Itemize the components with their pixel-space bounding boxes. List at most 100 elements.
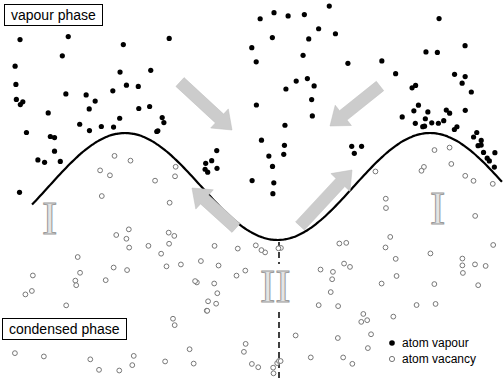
atom-vacancy	[331, 269, 336, 274]
vapour-atom	[436, 16, 441, 21]
atom-vacancy	[359, 319, 364, 324]
atom-vacancy	[365, 346, 370, 351]
vapour-atom	[147, 104, 152, 109]
atom-vacancy	[117, 368, 122, 373]
vapour-atom	[35, 157, 40, 162]
atom-vacancy	[379, 281, 384, 286]
vapour-atom	[420, 124, 425, 129]
vapour-atom	[492, 164, 497, 169]
atom-vacancy	[473, 262, 478, 267]
atom-vacancy	[460, 256, 465, 261]
atom-vacancy	[30, 273, 35, 278]
atom-vacancy	[432, 148, 437, 153]
atom-vacancy	[449, 162, 454, 167]
vapour-atom	[359, 144, 364, 149]
atom-vacancy	[476, 283, 481, 288]
vapour-atom	[447, 111, 452, 116]
atom-vacancy	[249, 362, 254, 367]
atom-vacancy	[153, 178, 158, 183]
legend-symbol	[388, 339, 396, 347]
vapour-atom	[209, 158, 214, 163]
vapour-atom	[352, 151, 357, 156]
vapour-atom	[271, 180, 276, 185]
vapour-atom	[429, 120, 434, 125]
vapour-atom	[99, 124, 104, 129]
vapour-atom	[283, 86, 288, 91]
vapour-atom	[469, 89, 474, 94]
atom-vacancy	[365, 318, 370, 323]
atom-vacancy	[483, 264, 488, 269]
atom-vacancy	[308, 355, 313, 360]
atom-vacancy	[473, 214, 478, 219]
atom-vacancy	[178, 262, 183, 267]
atom-vacancy	[206, 299, 211, 304]
atom-vacancy	[41, 354, 46, 359]
atom-vacancy	[253, 243, 258, 248]
atom-vacancy	[383, 196, 388, 201]
vapour-atom	[270, 35, 275, 40]
vapour-atom	[117, 116, 122, 121]
vapour-atom	[281, 152, 286, 157]
vapour-atom	[411, 108, 416, 113]
phase-label: condensed phase	[9, 321, 120, 337]
vapour-atom	[17, 190, 22, 195]
atom-vacancy	[212, 243, 217, 248]
vapour-atom	[302, 12, 307, 17]
atom-vacancy	[108, 173, 113, 178]
vapour-atom	[479, 143, 484, 148]
vapour-atom	[286, 13, 291, 18]
vapour-atom	[441, 118, 446, 123]
vapour-atom	[436, 121, 441, 126]
vapour-atom	[282, 143, 287, 148]
atom-vacancy	[103, 278, 108, 283]
vapour-atom	[136, 84, 141, 89]
atom-vacancy	[172, 233, 177, 238]
legend-item: atom vapour	[388, 336, 469, 350]
atom-vacancy	[278, 359, 283, 364]
atom-vacancy	[419, 168, 424, 173]
atom-vacancy	[212, 281, 217, 286]
vapour-atom	[310, 113, 315, 118]
vapour-atom	[66, 34, 71, 39]
atom-vacancy	[337, 241, 342, 246]
atom-vacancy	[167, 241, 172, 246]
vapour-atom	[52, 149, 57, 154]
vapour-atom	[124, 83, 129, 88]
vapour-atom	[270, 164, 275, 169]
atom-vacancy	[369, 332, 374, 337]
atom-vacancy	[242, 349, 247, 354]
vapour-atom	[454, 124, 459, 129]
symmetry-line	[278, 242, 280, 378]
atom-vacancy	[234, 273, 239, 278]
vapour-atom	[93, 98, 98, 103]
atom-vacancy	[373, 169, 378, 174]
vapour-atom	[46, 110, 51, 115]
vapour-atom	[214, 166, 219, 171]
vapour-atom	[13, 82, 18, 87]
vapour-atom	[452, 72, 457, 77]
atom-vacancy	[88, 357, 93, 362]
vapour-atom	[479, 138, 484, 143]
vapour-atom	[309, 97, 314, 102]
vapour-atom	[136, 106, 141, 111]
atom-vacancy	[447, 145, 452, 150]
legend-text: atom vacancy	[402, 352, 476, 366]
vapour-atom	[393, 71, 398, 76]
vapour-atom	[463, 74, 468, 79]
legend-symbol	[388, 355, 396, 363]
atom-vacancy	[393, 256, 398, 261]
vapour-atom	[349, 144, 354, 149]
atom-vacancy	[243, 341, 248, 346]
vapour-atom	[17, 37, 22, 42]
vapour-atom	[259, 138, 264, 143]
atom-vacancy	[428, 251, 433, 256]
atom-vacancy	[78, 270, 83, 275]
atom-vacancy	[173, 164, 178, 169]
vapour-atom	[400, 114, 405, 119]
atom-vacancy	[73, 278, 78, 283]
legend-item: atom vacancy	[388, 352, 476, 366]
vapour-atom	[271, 10, 276, 15]
atom-vacancy	[128, 158, 133, 163]
atom-vacancy	[171, 316, 176, 321]
